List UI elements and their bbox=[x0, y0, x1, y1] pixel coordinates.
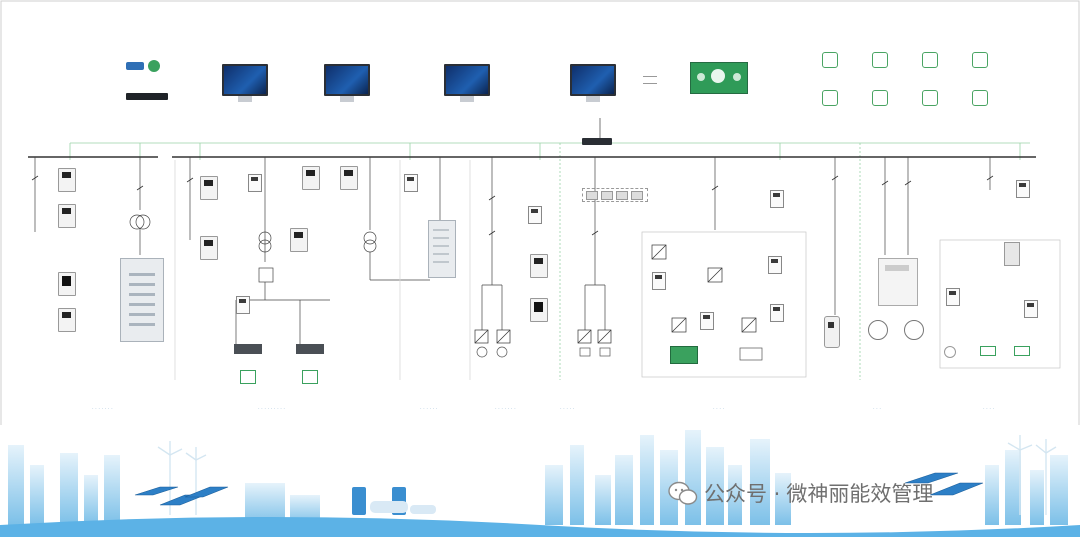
analysis-chart-icon bbox=[922, 52, 938, 68]
section-caption: · · · · · · · bbox=[92, 406, 113, 412]
microgrid-box bbox=[939, 239, 1061, 369]
gateway-server bbox=[126, 93, 168, 100]
distribution-board bbox=[234, 344, 262, 354]
feeder-protection bbox=[200, 236, 218, 260]
alarm-bell-icon bbox=[972, 52, 988, 68]
link-arrows-icon bbox=[643, 76, 657, 84]
section-dividers bbox=[174, 160, 471, 380]
load-meter bbox=[946, 288, 960, 306]
network-switch bbox=[582, 138, 612, 145]
logo-mark bbox=[126, 60, 166, 76]
watermark-prefix: 公众号 · bbox=[704, 482, 781, 506]
pv-storage-box bbox=[641, 231, 807, 378]
ev-charger bbox=[824, 316, 840, 348]
monitor-workstation-4 bbox=[570, 64, 616, 102]
watermark: 公众号 · 微神丽能效管理 bbox=[668, 476, 933, 510]
protection-relay bbox=[58, 168, 76, 192]
video-wall-icon bbox=[690, 62, 748, 94]
smart-meter-icon bbox=[240, 370, 256, 384]
temperature-controller bbox=[290, 228, 308, 252]
solar-panel-icon bbox=[670, 346, 698, 364]
motor-protector bbox=[530, 254, 548, 278]
multi-circuit-meters bbox=[582, 188, 648, 202]
section-caption: · · · · · bbox=[560, 406, 575, 412]
wechat-icon bbox=[668, 481, 698, 505]
storage-meter bbox=[700, 312, 714, 330]
loads bbox=[476, 346, 763, 361]
section-caption: · · · · · · bbox=[420, 406, 438, 412]
hvac-icon bbox=[980, 346, 996, 356]
transformer-protection bbox=[302, 166, 320, 190]
section-caption: · · · · · · · · · bbox=[258, 406, 285, 412]
distribution-board bbox=[296, 344, 324, 354]
feeders bbox=[34, 157, 991, 345]
load-meter bbox=[1024, 300, 1038, 318]
section-caption: · · · bbox=[873, 406, 881, 412]
charging-pile-icon bbox=[868, 320, 888, 340]
grid-meter bbox=[770, 190, 784, 208]
section-caption: · · · · · · · bbox=[495, 406, 516, 412]
gateway-box bbox=[1004, 242, 1020, 266]
power-meter bbox=[248, 174, 262, 192]
transformer-protection bbox=[340, 166, 358, 190]
prepaid-meter bbox=[528, 206, 542, 224]
cost-report-icon bbox=[822, 90, 838, 106]
dc-power-cabinet bbox=[120, 258, 164, 342]
city-skyline-banner bbox=[0, 425, 1080, 537]
motor-controller bbox=[530, 298, 548, 322]
monitor-workstation-1 bbox=[222, 64, 268, 102]
energy-saving-icon bbox=[972, 90, 988, 106]
energy-monitor-icon bbox=[822, 52, 838, 68]
apf-cabinet bbox=[428, 220, 456, 278]
section-caption: · · · · bbox=[713, 406, 725, 412]
power-meter bbox=[236, 296, 250, 314]
charging-pile-icon bbox=[904, 320, 924, 340]
monitor-workstation-3 bbox=[444, 64, 490, 102]
smart-meter-icon bbox=[302, 370, 318, 384]
storage-meter bbox=[770, 304, 784, 322]
feeder-protection bbox=[200, 176, 218, 200]
storage-cabinet bbox=[878, 258, 918, 306]
incoming-meter bbox=[404, 174, 418, 192]
temperature-monitor bbox=[58, 308, 76, 332]
protection-relay bbox=[58, 204, 76, 228]
watermark-name: 微神丽能效管理 bbox=[786, 482, 934, 506]
breakers bbox=[31, 175, 994, 236]
microgrid-meter bbox=[1016, 180, 1030, 198]
carbon-cycle-icon bbox=[922, 90, 938, 106]
section-caption: · · · · bbox=[983, 406, 995, 412]
billing-icon bbox=[872, 90, 888, 106]
arc-flash-device bbox=[58, 272, 76, 296]
pv-meter bbox=[652, 272, 666, 290]
power-quality-icon bbox=[872, 52, 888, 68]
pv-meter bbox=[768, 256, 782, 274]
monitor-workstation-2 bbox=[324, 64, 370, 102]
inverters bbox=[474, 244, 757, 344]
lighting-icon bbox=[944, 346, 956, 358]
socket-icon bbox=[1014, 346, 1030, 356]
